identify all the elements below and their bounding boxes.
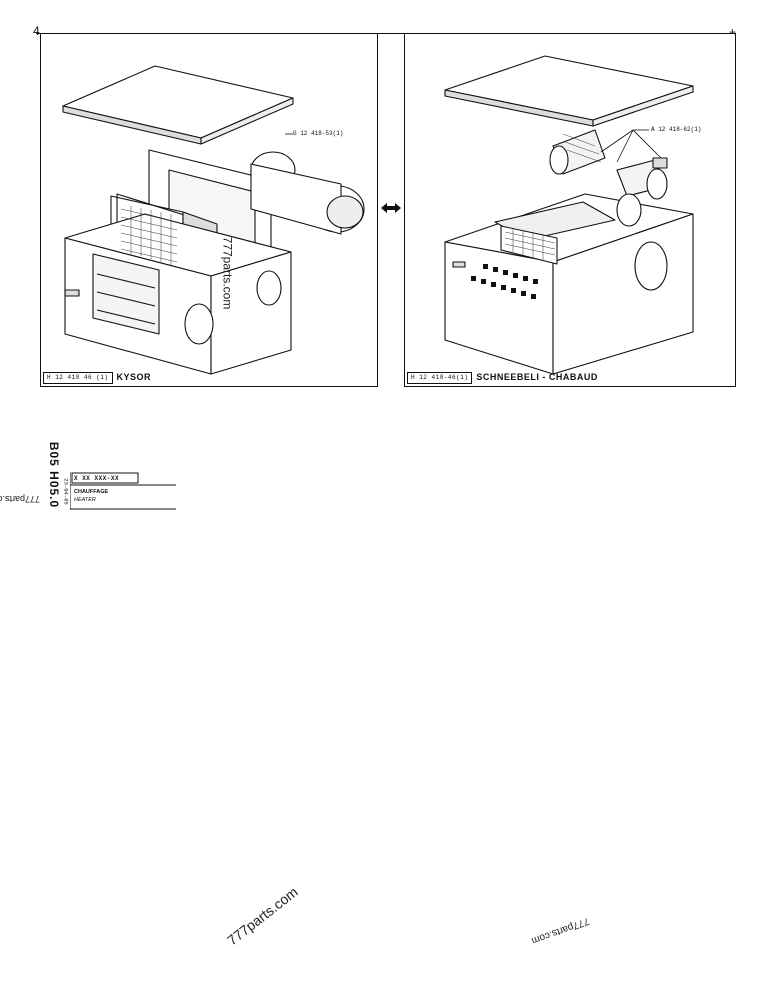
kysor-manufacturer-label: KYSOR	[116, 372, 152, 382]
page-corner-number: 4	[33, 24, 40, 38]
watermark-bottom-right: 777parts.com	[529, 914, 591, 947]
part-number: X XX XXX-XX	[74, 475, 120, 482]
schneebeli-manufacturer-label: SCHNEEBELI - CHABAUD	[476, 372, 598, 382]
section-code-text: B05 H05.0	[47, 441, 61, 509]
revision-date-text: 23-04-85	[62, 477, 70, 505]
kysor-caption: H 12 418 46 (1) KYSOR	[43, 372, 155, 384]
title-block-frame	[70, 472, 176, 510]
schneebeli-caption: H 12 418-46(1) SCHNEEBELI - CHABAUD	[407, 372, 602, 384]
top-registration-line	[36, 33, 736, 34]
schneebeli-drawing-code: H 12 418-46(1)	[407, 372, 473, 384]
kysor-part-callout: G 12 418-53(1)	[293, 130, 344, 137]
title-french: CHAUFFAGE	[74, 489, 109, 495]
kysor-heater-panel: G 12 418-53(1) 777parts.com H 12 418 46 …	[40, 33, 378, 387]
watermark-inside-left: 777parts.com	[220, 236, 235, 310]
schneebeli-heater-panel: A 12 418-62(1) H 12 418-46(1) SCHNEEBELI…	[404, 33, 736, 387]
interchange-arrow-icon	[381, 203, 401, 213]
schneebeli-part-callout: A 12 418-62(1)	[651, 126, 702, 133]
kysor-drawing-code: H 12 418 46 (1)	[43, 372, 113, 384]
title-english: HEATER	[74, 497, 96, 503]
watermark-left-edge: 777parts.c	[0, 494, 41, 504]
watermark-center: 777parts.com	[224, 883, 301, 949]
registration-mark: +	[729, 25, 737, 39]
kysor-heater-drawing	[62, 65, 365, 375]
schneebeli-heater-drawing	[444, 55, 694, 375]
